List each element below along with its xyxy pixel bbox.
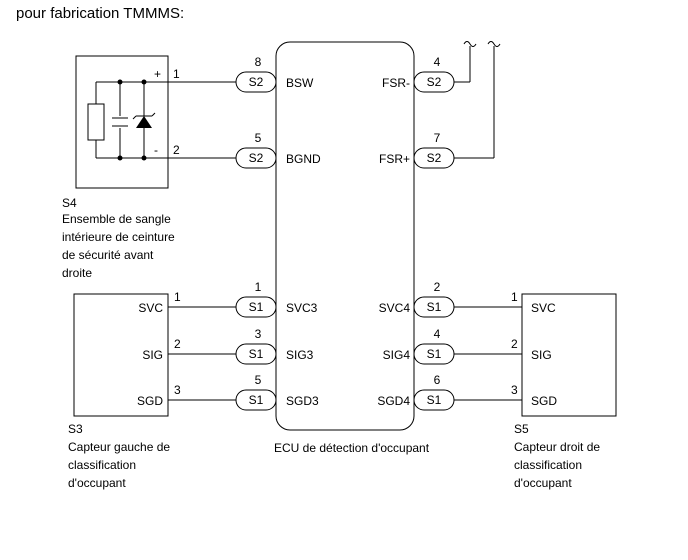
conn-right-0: S2 <box>427 75 442 89</box>
s3-desc-line: d'occupant <box>68 476 126 490</box>
conn-pill-right-2 <box>413 296 455 318</box>
s4-box <box>75 55 169 189</box>
ecu-signal-bgnd: BGND <box>286 152 321 166</box>
s4-pin-1: 1 <box>173 67 180 81</box>
conn-right-3: S1 <box>427 347 442 361</box>
diagram-title: pour fabrication TMMMS: <box>16 5 185 22</box>
conn-pill-right-3 <box>413 343 455 365</box>
conn-pill-right-1 <box>413 147 455 169</box>
conn-left-0: S2 <box>249 75 264 89</box>
s5-pin-1: 1 <box>511 290 518 304</box>
s5-signal-sgd: SGD <box>531 394 557 408</box>
s5-id: S5 <box>514 422 529 436</box>
s3-id: S3 <box>68 422 83 436</box>
s3-signal-sig: SIG <box>142 348 163 362</box>
ecu-signal-svc3: SVC3 <box>286 301 318 315</box>
s5-pin-3: 3 <box>511 383 518 397</box>
s4-minus: - <box>154 143 158 157</box>
conn-left-1: S2 <box>249 151 264 165</box>
ecu-signal-sgd4: SGD4 <box>377 394 410 408</box>
pin-left-0: 8 <box>255 55 262 69</box>
ecu-signal-sgd3: SGD3 <box>286 394 319 408</box>
ecu-signal-fsr-minus: FSR- <box>382 76 410 90</box>
ecu-signal-sig3: SIG3 <box>286 348 314 362</box>
pin-right-4: 6 <box>434 373 441 387</box>
conn-pill-left-4 <box>235 389 277 411</box>
s3-pin-1: 1 <box>174 290 181 304</box>
conn-pill-left-0 <box>235 71 277 93</box>
s5-box <box>521 293 617 417</box>
s4-zener-diode <box>136 116 152 128</box>
pin-right-2: 2 <box>434 280 441 294</box>
pin-left-4: 5 <box>255 373 262 387</box>
s3-desc-line: classification <box>68 458 136 472</box>
s5-desc-line: classification <box>514 458 582 472</box>
s5-signal-svc: SVC <box>531 301 556 315</box>
conn-pill-right-0 <box>413 71 455 93</box>
conn-pill-left-1 <box>235 147 277 169</box>
ecu-signal-sig4: SIG4 <box>383 348 411 362</box>
conn-right-2: S1 <box>427 300 442 314</box>
s5-signal-sig: SIG <box>531 348 552 362</box>
s3-desc-line: Capteur gauche de <box>68 440 170 454</box>
s3-signal-svc: SVC <box>138 301 163 315</box>
s4-desc-line: intérieure de ceinture <box>62 230 175 244</box>
ecu-signal-fsr-plus: FSR+ <box>379 152 410 166</box>
conn-pill-right-4 <box>413 389 455 411</box>
conn-pill-left-2 <box>235 296 277 318</box>
pin-left-2: 1 <box>255 280 262 294</box>
s5-pin-2: 2 <box>511 337 518 351</box>
fsr-minus-break <box>463 41 477 47</box>
ecu-box <box>275 41 415 431</box>
ecu-signal-svc4: SVC4 <box>379 301 411 315</box>
s4-desc-line: Ensemble de sangle <box>62 212 171 226</box>
pin-left-3: 3 <box>255 327 262 341</box>
conn-right-1: S2 <box>427 151 442 165</box>
s3-box <box>73 293 169 417</box>
conn-left-2: S1 <box>249 300 264 314</box>
s3-pin-3: 3 <box>174 383 181 397</box>
conn-left-3: S1 <box>249 347 264 361</box>
conn-left-4: S1 <box>249 393 264 407</box>
s4-pin-2: 2 <box>173 143 180 157</box>
s3-pin-2: 2 <box>174 337 181 351</box>
s3-signal-sgd: SGD <box>137 394 163 408</box>
fsr-plus-break <box>487 41 501 47</box>
conn-right-4: S1 <box>427 393 442 407</box>
pin-right-3: 4 <box>434 327 441 341</box>
s5-desc-line: Capteur droit de <box>514 440 600 454</box>
conn-pill-left-3 <box>235 343 277 365</box>
pin-left-1: 5 <box>255 131 262 145</box>
s4-id: S4 <box>62 196 77 210</box>
pin-right-1: 7 <box>434 131 441 145</box>
s4-plus: + <box>154 67 161 81</box>
s4-desc-line: de sécurité avant <box>62 248 154 262</box>
s4-resistor <box>87 103 105 141</box>
s5-desc-line: d'occupant <box>514 476 572 490</box>
s4-desc-line: droite <box>62 266 92 280</box>
ecu-label: ECU de détection d'occupant <box>274 441 430 455</box>
pin-right-0: 4 <box>434 55 441 69</box>
ecu-signal-bsw: BSW <box>286 76 314 90</box>
